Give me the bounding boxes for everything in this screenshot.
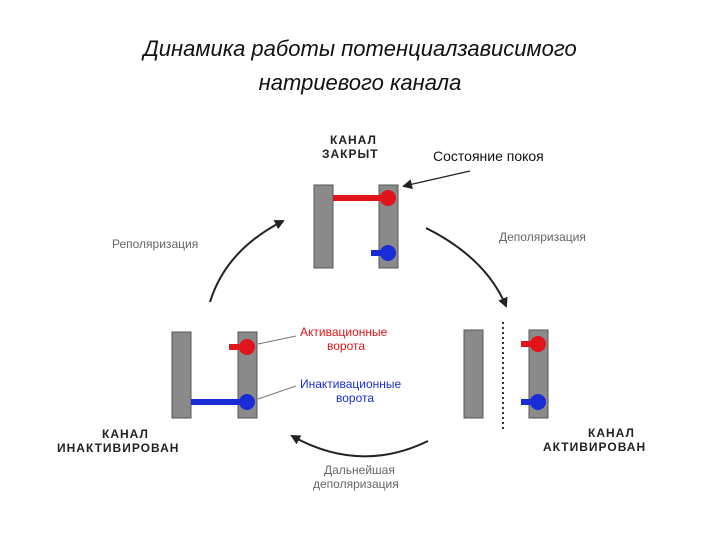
closed-label-line-2: ЗАКРЫТ	[322, 147, 379, 161]
activation-label-pointer	[257, 335, 297, 345]
inactivated-membrane-left	[171, 331, 192, 419]
inactivated-inactivation-gate-ball	[239, 394, 255, 410]
depolarization-label: Деполяризация	[499, 230, 586, 244]
activation-gate-label-line-2: ворота	[327, 339, 366, 353]
inactivated-label-line-2: ИНАКТИВИРОВАН	[57, 441, 180, 455]
activated-channel	[463, 322, 549, 432]
repolarization-label: Реполяризация	[112, 237, 199, 251]
activated-label-line-1: КАНАЛ	[588, 426, 635, 440]
further-depolarization-arrow	[290, 435, 429, 458]
closed-label-line-1: КАНАЛ	[330, 133, 377, 147]
further-depolarization-line-1: Дальнейшая	[324, 463, 395, 477]
title-line-2: натриевого канала	[258, 70, 462, 95]
inactivation-label-pointer	[257, 385, 297, 400]
inactivated-channel	[171, 331, 258, 419]
depolarization-arrow	[425, 227, 508, 308]
inactivation-gate-label-line-2: ворота	[336, 391, 375, 405]
activated-membrane-left	[463, 329, 484, 419]
closed-channel	[313, 184, 399, 269]
inactivated-activation-gate-ball	[239, 339, 255, 355]
activation-gate-label-line-1: Активационные	[300, 325, 388, 339]
closed-activation-gate-ball	[380, 190, 396, 206]
activated-inactivation-gate-ball	[530, 394, 546, 410]
title-line-1: Динамика работы потенциалзависимого	[143, 36, 577, 61]
closed-membrane-left	[313, 184, 334, 269]
further-depolarization-line-2: деполяризация	[313, 477, 399, 491]
inactivated-label-line-1: КАНАЛ	[102, 427, 149, 441]
inactivation-gate-label-line-1: Инактивационные	[300, 377, 402, 391]
resting-state-label: Состояние покоя	[433, 148, 544, 164]
activated-label-line-2: АКТИВИРОВАН	[543, 440, 647, 454]
resting-pointer-arrow	[402, 170, 471, 190]
activated-activation-gate-ball	[530, 336, 546, 352]
closed-inactivation-gate-ball	[380, 245, 396, 261]
repolarization-arrow	[209, 220, 285, 303]
